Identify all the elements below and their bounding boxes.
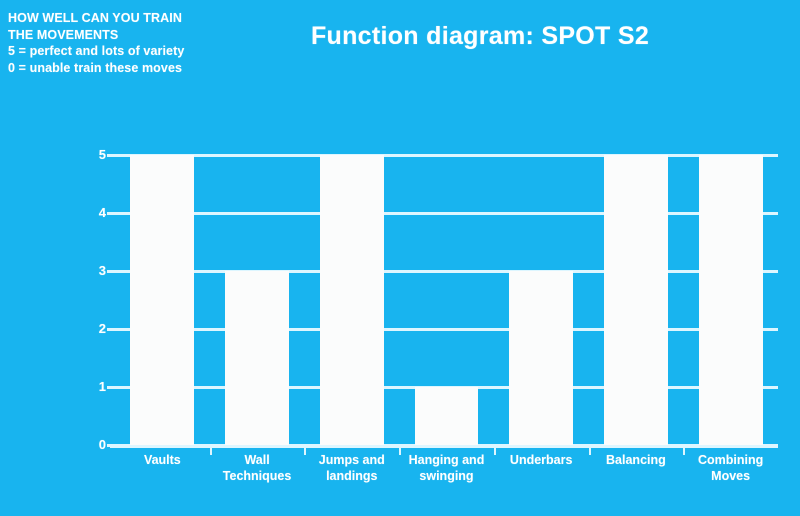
x-axis-label-line: Combining [698, 453, 764, 467]
x-axis-label-line: Wall [244, 453, 270, 467]
bar-combining-moves [698, 155, 763, 445]
x-axis-tick-3 [399, 448, 402, 455]
y-axis-tick-1 [107, 385, 117, 389]
caption-line-2: THE MOVEMENTS [8, 27, 119, 42]
x-axis-tick-5 [588, 448, 591, 455]
x-axis-label-line: Vaults [143, 453, 181, 467]
caption-line-3: 5 = perfect and lots of variety [8, 44, 185, 58]
x-axis-label-hanging-and-swinging: Hanging and swinging [391, 452, 502, 484]
x-axis-label-line: Techniques [222, 469, 292, 483]
y-axis-labels: 5 4 3 2 1 0 [76, 147, 106, 452]
x-axis-label-underbars: Underbars [486, 452, 597, 468]
gridline-5 [115, 153, 778, 157]
bar-underbars [509, 271, 574, 445]
x-axis-label-line: Underbars [509, 453, 573, 467]
chart-title: Function diagram: SPOT S2 [310, 22, 650, 50]
gridline-4 [115, 211, 778, 215]
y-axis-label-5: 5 [98, 147, 106, 162]
y-axis-tick-4 [107, 211, 117, 215]
bar-vaults [130, 155, 195, 445]
x-axis-label-balancing: Balancing [581, 452, 692, 468]
x-axis-tick-1 [209, 448, 212, 455]
x-axis-tick-2 [304, 448, 307, 455]
y-axis-tick-3 [107, 269, 117, 273]
caption-line-1: HOW WELL CAN YOU TRAIN [8, 11, 182, 25]
x-axis-label-line: Hanging and [408, 453, 485, 467]
y-axis-label-4: 4 [98, 205, 106, 220]
gridline-3 [115, 269, 778, 273]
plot-area [110, 153, 778, 455]
y-axis-tick-2 [107, 327, 117, 331]
x-axis-label-jumps-and-landings: Jumps and landings [296, 452, 407, 484]
caption-line-4: 0 = unable train these moves [8, 60, 183, 75]
x-axis-tick-6 [683, 448, 686, 455]
y-axis-tick-5 [107, 153, 117, 157]
bar-jumps-and-landings [319, 155, 384, 445]
bar-wall-techniques [225, 271, 290, 445]
x-axis-label-line: Jumps and [318, 453, 385, 467]
y-axis-label-2: 2 [98, 321, 106, 336]
gridline-2 [115, 327, 778, 331]
chart-legend-caption: HOW WELL CAN YOU TRAIN THE MOVEMENTS 5 =… [8, 10, 248, 76]
x-axis-tick-4 [493, 448, 496, 455]
bar-balancing [603, 155, 668, 445]
y-axis-label-1: 1 [98, 379, 106, 394]
x-axis-label-vaults: Vaults [107, 452, 218, 468]
bar-hanging-and-swinging [414, 387, 479, 445]
x-axis-line [110, 445, 778, 448]
x-axis-label-line: swinging [419, 469, 474, 483]
x-axis-label-line: Balancing [606, 453, 666, 467]
x-axis-label-line: landings [326, 469, 378, 483]
x-axis-label-line: Moves [711, 469, 751, 483]
y-axis-label-0: 0 [98, 437, 106, 452]
y-axis-label-3: 3 [98, 263, 106, 278]
